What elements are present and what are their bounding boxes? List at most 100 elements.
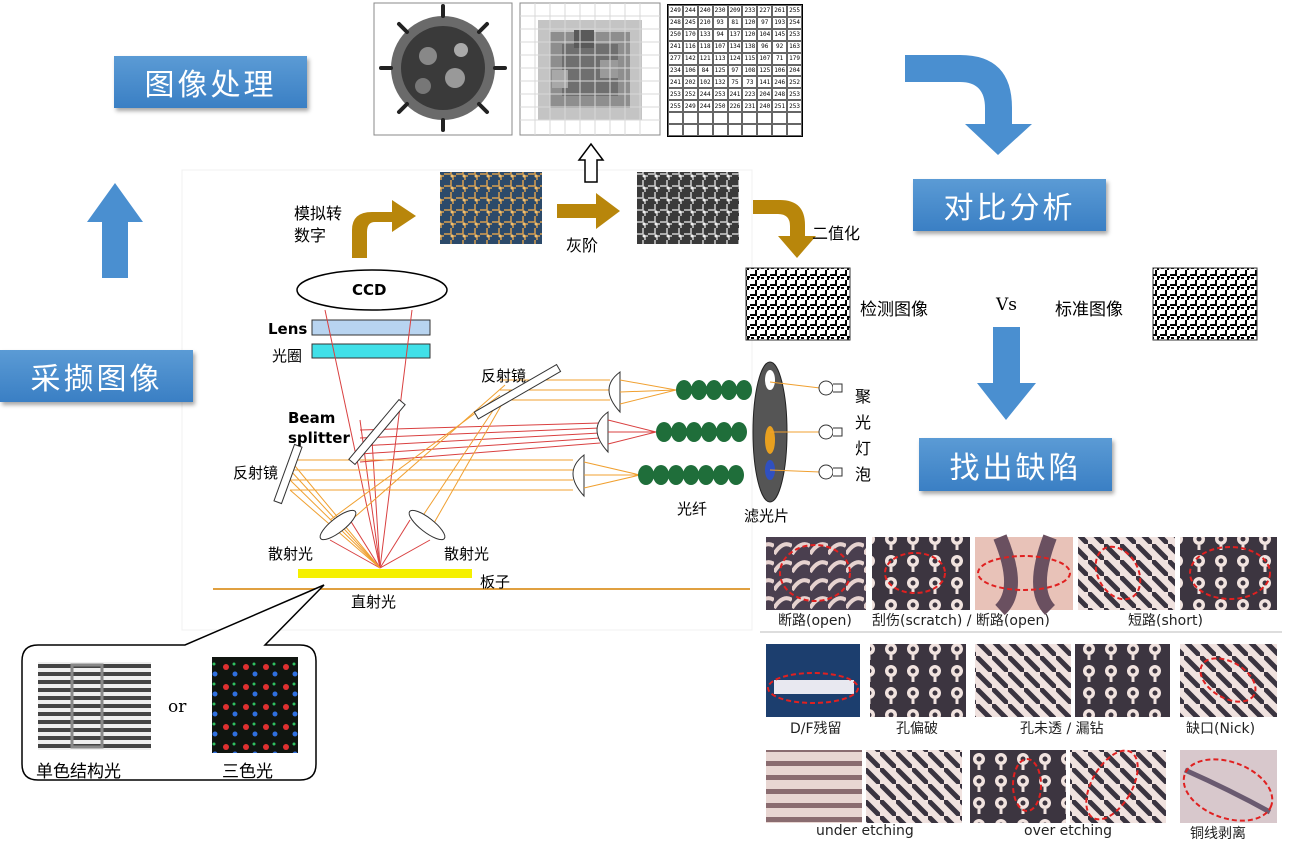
pixel-cell: 226 bbox=[727, 100, 743, 113]
binarize-label: 二值化 bbox=[812, 224, 861, 243]
pixel-cell: 240 bbox=[757, 100, 773, 113]
pixel-cell: 204 bbox=[787, 64, 802, 77]
beam-splitter bbox=[348, 398, 406, 466]
bulb-char: 聚 bbox=[855, 387, 872, 406]
pixel-cell: 253 bbox=[668, 88, 683, 101]
pixel-cell: 233 bbox=[742, 5, 758, 17]
pixel-cell: 141 bbox=[757, 76, 773, 89]
mirror-top-label: 反射镜 bbox=[481, 367, 527, 385]
bulb-char: 光 bbox=[855, 413, 872, 432]
gold-down-curve-arrow-icon bbox=[753, 200, 816, 258]
pixel-cell bbox=[742, 112, 758, 125]
stage-image-processing: 图像处理 bbox=[114, 56, 307, 108]
defect-thumb bbox=[975, 644, 1071, 717]
pixel-cell: 253 bbox=[787, 100, 802, 113]
pixel-cell: 145 bbox=[772, 28, 788, 41]
stage-label: 对比分析 bbox=[943, 191, 1076, 226]
pixel-cell bbox=[697, 112, 713, 125]
pixel-cell: 246 bbox=[772, 76, 788, 89]
pixel-cell: 193 bbox=[772, 16, 788, 29]
defect-caption: 缺口(Nick) bbox=[1186, 721, 1256, 737]
defect-thumb bbox=[1180, 750, 1277, 823]
pixel-cell: 106 bbox=[682, 64, 698, 77]
pixel-cell: 113 bbox=[712, 52, 728, 65]
pixel-cell bbox=[787, 112, 802, 125]
pcb-gray-image bbox=[637, 172, 739, 244]
defect-thumb bbox=[1070, 750, 1166, 823]
pixel-cell: 202 bbox=[682, 76, 698, 89]
pcb-color-image bbox=[440, 172, 542, 244]
pixel-cell: 261 bbox=[772, 5, 788, 17]
lens bbox=[311, 319, 431, 336]
mono-light-label: 单色结构光 bbox=[36, 762, 121, 782]
pixel-cell: 120 bbox=[742, 28, 758, 41]
board bbox=[298, 569, 472, 578]
defect-thumb bbox=[872, 537, 970, 610]
pixel-cell: 244 bbox=[697, 100, 713, 113]
defect-thumb bbox=[970, 750, 1066, 823]
defect-caption: 孔未透 / 漏钻 bbox=[1020, 721, 1104, 737]
pixel-cell: 75 bbox=[727, 76, 743, 89]
pixel-cell: 241 bbox=[668, 40, 683, 53]
pixelated-image bbox=[520, 3, 660, 135]
pixel-cell: 251 bbox=[772, 100, 788, 113]
pixel-cell: 249 bbox=[682, 100, 698, 113]
pixel-cell: 97 bbox=[727, 64, 743, 77]
pixel-cell: 244 bbox=[697, 88, 713, 101]
pixel-cell bbox=[772, 112, 788, 125]
pixel-cell: 107 bbox=[712, 40, 728, 53]
pixel-cell bbox=[757, 112, 773, 125]
pixel-cell: 132 bbox=[712, 76, 728, 89]
bulb-char: 泡 bbox=[855, 465, 872, 484]
pixel-cell: 255 bbox=[787, 5, 802, 17]
defect-thumb bbox=[866, 750, 962, 823]
board-label: 板子 bbox=[480, 573, 511, 591]
pixel-cell: 252 bbox=[787, 76, 802, 89]
up-arrow-icon bbox=[87, 183, 143, 278]
pixel-cell: 104 bbox=[757, 28, 773, 41]
defect-thumb bbox=[1078, 537, 1175, 610]
pixel-cell: 244 bbox=[682, 5, 698, 17]
analog-to-digital-line1: 模拟转 bbox=[294, 204, 343, 223]
pixel-cell: 73 bbox=[742, 76, 758, 89]
or-label: or bbox=[168, 697, 187, 717]
standard-image-label: 标准图像 bbox=[1055, 300, 1123, 320]
virus-image bbox=[379, 4, 507, 132]
pixel-cell: 115 bbox=[742, 52, 758, 65]
defect-caption: over etching bbox=[1024, 823, 1112, 839]
pixel-cell: 234 bbox=[668, 64, 683, 77]
pixel-cell: 248 bbox=[668, 16, 683, 29]
pixel-cell: 241 bbox=[668, 76, 683, 89]
bulb-char: 灯 bbox=[855, 439, 872, 458]
pixel-cell: 248 bbox=[772, 88, 788, 101]
pixel-cell bbox=[712, 124, 728, 136]
aperture-label: 光圈 bbox=[272, 347, 303, 365]
pixel-cell: 138 bbox=[742, 40, 758, 53]
scatter-left-label: 散射光 bbox=[268, 545, 314, 563]
defect-thumb bbox=[975, 537, 1073, 610]
defect-thumb bbox=[1180, 537, 1277, 610]
tri-color-light-image bbox=[212, 657, 298, 753]
pixel-cell: 170 bbox=[682, 28, 698, 41]
pixel-cell bbox=[682, 112, 698, 125]
aperture bbox=[311, 343, 431, 359]
defect-caption: 断路(open) bbox=[778, 613, 852, 629]
ccd-ellipse bbox=[296, 269, 448, 311]
pixel-cell: 81 bbox=[727, 16, 743, 29]
pixel-cell: 142 bbox=[682, 52, 698, 65]
pixel-cell: 254 bbox=[787, 16, 802, 29]
pixel-cell: 227 bbox=[757, 5, 773, 17]
analog-to-digital-label: 模拟转 数字 bbox=[294, 203, 342, 247]
pixel-cell: 230 bbox=[712, 5, 728, 17]
mirror-left bbox=[273, 443, 303, 505]
defect-caption: 孔偏破 bbox=[896, 721, 938, 737]
beam-splitter-label: Beam splitter bbox=[288, 408, 350, 448]
pixel-cell: 209 bbox=[727, 5, 743, 17]
direct-light-label: 直射光 bbox=[351, 593, 397, 611]
bulb-label: 聚 光 灯 泡 bbox=[855, 384, 871, 488]
grayscale-label: 灰阶 bbox=[566, 236, 599, 255]
pixel-cell: 253 bbox=[787, 88, 802, 101]
pixel-cell: 245 bbox=[682, 16, 698, 29]
